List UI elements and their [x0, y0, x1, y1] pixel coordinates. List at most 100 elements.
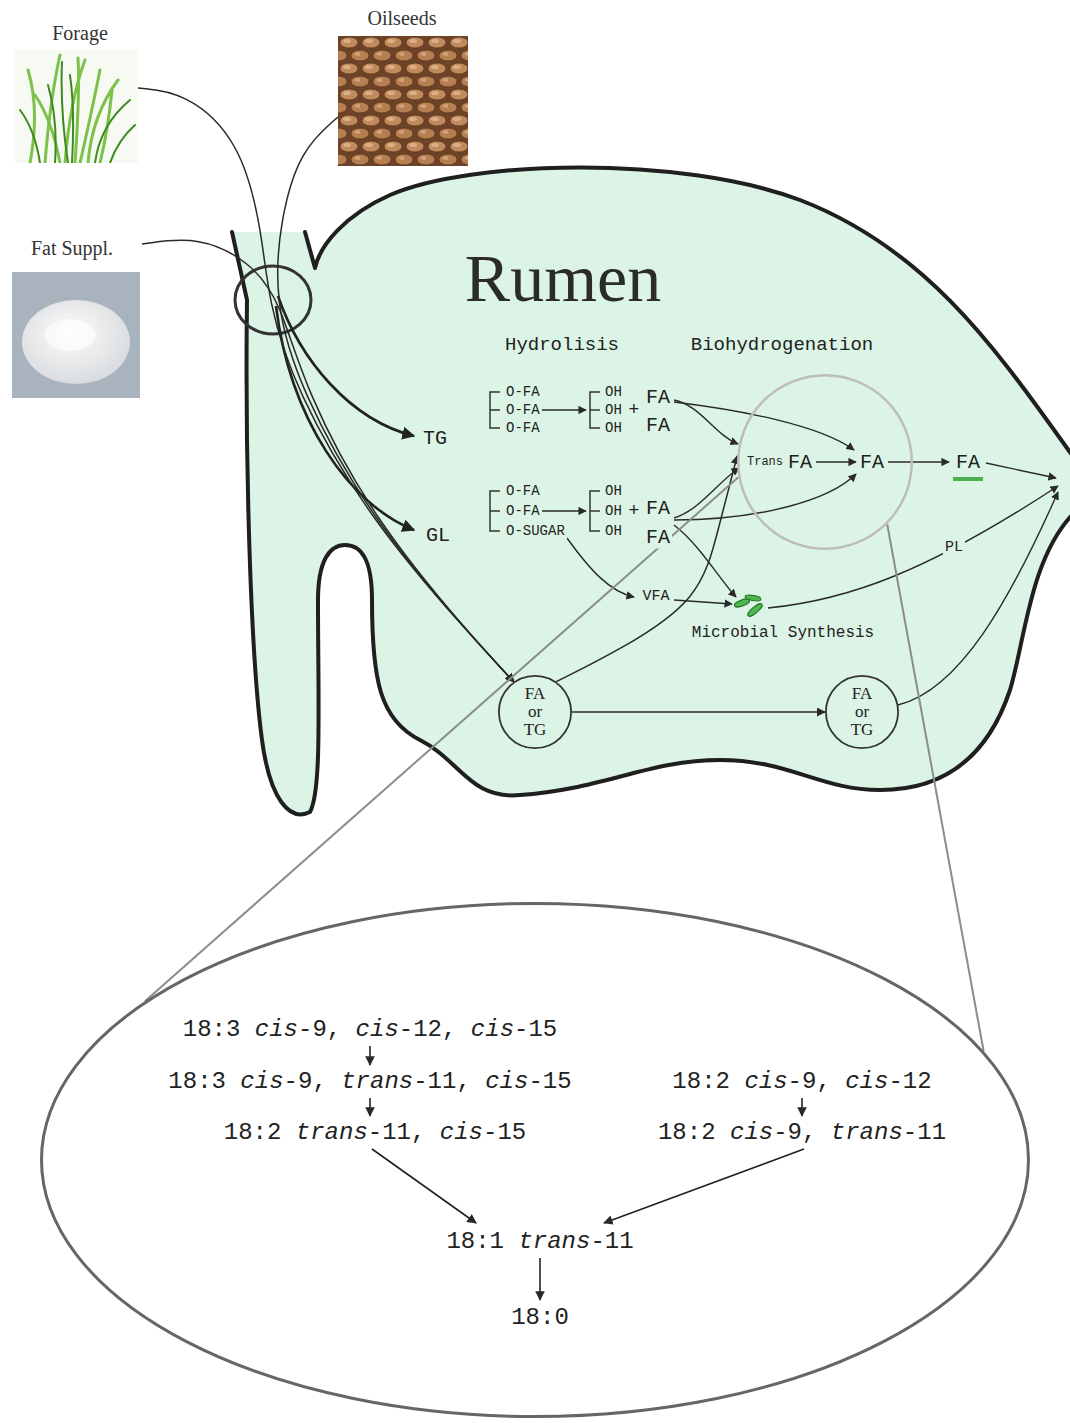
forage-image	[100, 90, 112, 163]
microbe-icon	[745, 594, 762, 602]
forage-image	[20, 62, 135, 163]
feed-flow-arrow	[138, 88, 514, 682]
node-outline	[499, 676, 571, 748]
fatty-acid-label: FA	[954, 451, 982, 474]
flow-arrow	[674, 402, 854, 450]
ester-group: O-FA	[504, 384, 542, 400]
hydroxyl-group: OH	[603, 523, 624, 539]
sugar-group: O-SUGAR	[504, 523, 567, 539]
forage-image	[88, 80, 118, 163]
pathway-arrow	[801, 1098, 803, 1116]
ester-group: O-FA	[504, 483, 542, 499]
pathway-arrow	[372, 1149, 476, 1223]
fatty-acid-name: 18:2 cis-9, cis-12	[672, 1068, 931, 1096]
node-outline	[40, 902, 1030, 1418]
glycerol-bracket	[490, 392, 500, 428]
node-outline	[738, 375, 912, 549]
microbe-icon	[746, 602, 764, 618]
fat-pool-circle: FA or TG	[825, 675, 899, 749]
lipid-class: GL	[424, 524, 452, 547]
glycerol-bracket	[590, 392, 600, 428]
ester-group: O-FA	[504, 503, 542, 519]
image-caption: Forage	[52, 22, 108, 45]
forage-image	[62, 62, 68, 163]
pool-label: FA or TG	[522, 685, 548, 739]
feed-image-box: Fat Suppl.	[12, 228, 142, 398]
forage-image	[20, 55, 135, 163]
absorbed-marker	[953, 477, 983, 481]
forage-image	[110, 125, 135, 163]
intake-arrow	[276, 296, 414, 530]
magnifier-circle: TransFAFA	[737, 374, 913, 550]
fatty-acid-name: 18:3 cis-9, trans-11, cis-15	[168, 1068, 571, 1096]
hydroxyl-group: OH	[603, 384, 624, 400]
node-outline	[826, 676, 898, 748]
fatty-acid-name: 18:3 cis-9, cis-12, cis-15	[183, 1016, 558, 1044]
pool-label: FA or TG	[849, 685, 875, 739]
forage-image	[15, 50, 138, 163]
connector-group	[138, 88, 984, 1051]
forage-image	[70, 75, 73, 163]
hydroxyl-group: OH	[603, 503, 624, 519]
intake-arrow	[276, 306, 414, 530]
hydroxyl-group: OH	[603, 483, 624, 499]
rumen-outline	[232, 168, 1070, 815]
glycerol-bracket	[490, 392, 600, 531]
fatty-acid-name: 18:0	[511, 1304, 569, 1332]
flow-arrow	[816, 461, 856, 462]
forage-image	[48, 85, 56, 163]
pathway-arrow	[369, 1046, 371, 1065]
oilseed-image	[338, 36, 468, 166]
flow-arrow	[898, 492, 1058, 705]
plus-sign: +	[627, 501, 642, 522]
fat-supplement-image	[12, 272, 140, 398]
process-heading: Hydrolisis	[503, 335, 621, 357]
lipid-class: TG	[421, 427, 449, 450]
zoom-ellipse: 18:3 cis-9, cis-12, cis-15 18:3 cis-9, tr…	[40, 902, 1030, 1418]
metabolite-label: VFA	[640, 588, 671, 605]
fatty-acid-label: FA	[644, 526, 672, 549]
glycerol-bracket	[590, 491, 600, 531]
forage-image	[28, 55, 118, 163]
forage-image	[15, 50, 138, 163]
metabolite-label: PL	[943, 539, 965, 556]
fat-supplement-image	[22, 300, 130, 384]
pathway-arrow	[369, 1098, 371, 1116]
fatty-acid-label: FA	[644, 386, 672, 409]
forage-image	[28, 70, 35, 163]
feed-flow-arrow	[142, 240, 514, 681]
flow-arrow	[541, 510, 586, 511]
fatty-acid-name: 18:2 cis-9, trans-11	[658, 1119, 946, 1147]
fatty-acid-label: FA	[644, 414, 672, 437]
flow-arrow	[674, 468, 739, 518]
fat-supplement-image	[44, 319, 96, 351]
flow-arrow	[556, 456, 737, 682]
flow-arrow	[572, 711, 825, 713]
node-outline	[42, 904, 1029, 1417]
forage-image	[75, 58, 79, 163]
fat-pool-circle: FA or TG	[498, 675, 572, 749]
flow-arrow	[674, 525, 736, 597]
flow-arrow	[986, 463, 1056, 478]
flow-arrow	[888, 461, 949, 462]
ester-group: O-FA	[504, 402, 542, 418]
fat-supplement-image	[12, 272, 140, 398]
process-label: Microbial Synthesis	[690, 624, 876, 642]
fatty-acid-name: 18:1 trans-11	[446, 1228, 633, 1256]
pathway-arrow	[539, 1258, 541, 1300]
rumen-outline	[232, 168, 1070, 815]
feed-image-box: Oilseeds	[338, 0, 468, 166]
fatty-acid-name: 18:2 trans-11, cis-15	[224, 1119, 526, 1147]
organ-name: Rumen	[463, 239, 663, 317]
hydroxyl-group: OH	[603, 420, 624, 436]
pathway-arrow	[604, 1149, 804, 1223]
forage-image	[20, 110, 40, 163]
flow-arrow	[674, 474, 856, 520]
zoom-line	[145, 477, 738, 1001]
flow-arrow	[541, 409, 586, 410]
microbe-icon	[733, 594, 763, 618]
glycerol-bracket	[490, 491, 500, 531]
fatty-acid-label: Trans	[745, 456, 785, 470]
hydroxyl-group: OH	[603, 402, 624, 418]
